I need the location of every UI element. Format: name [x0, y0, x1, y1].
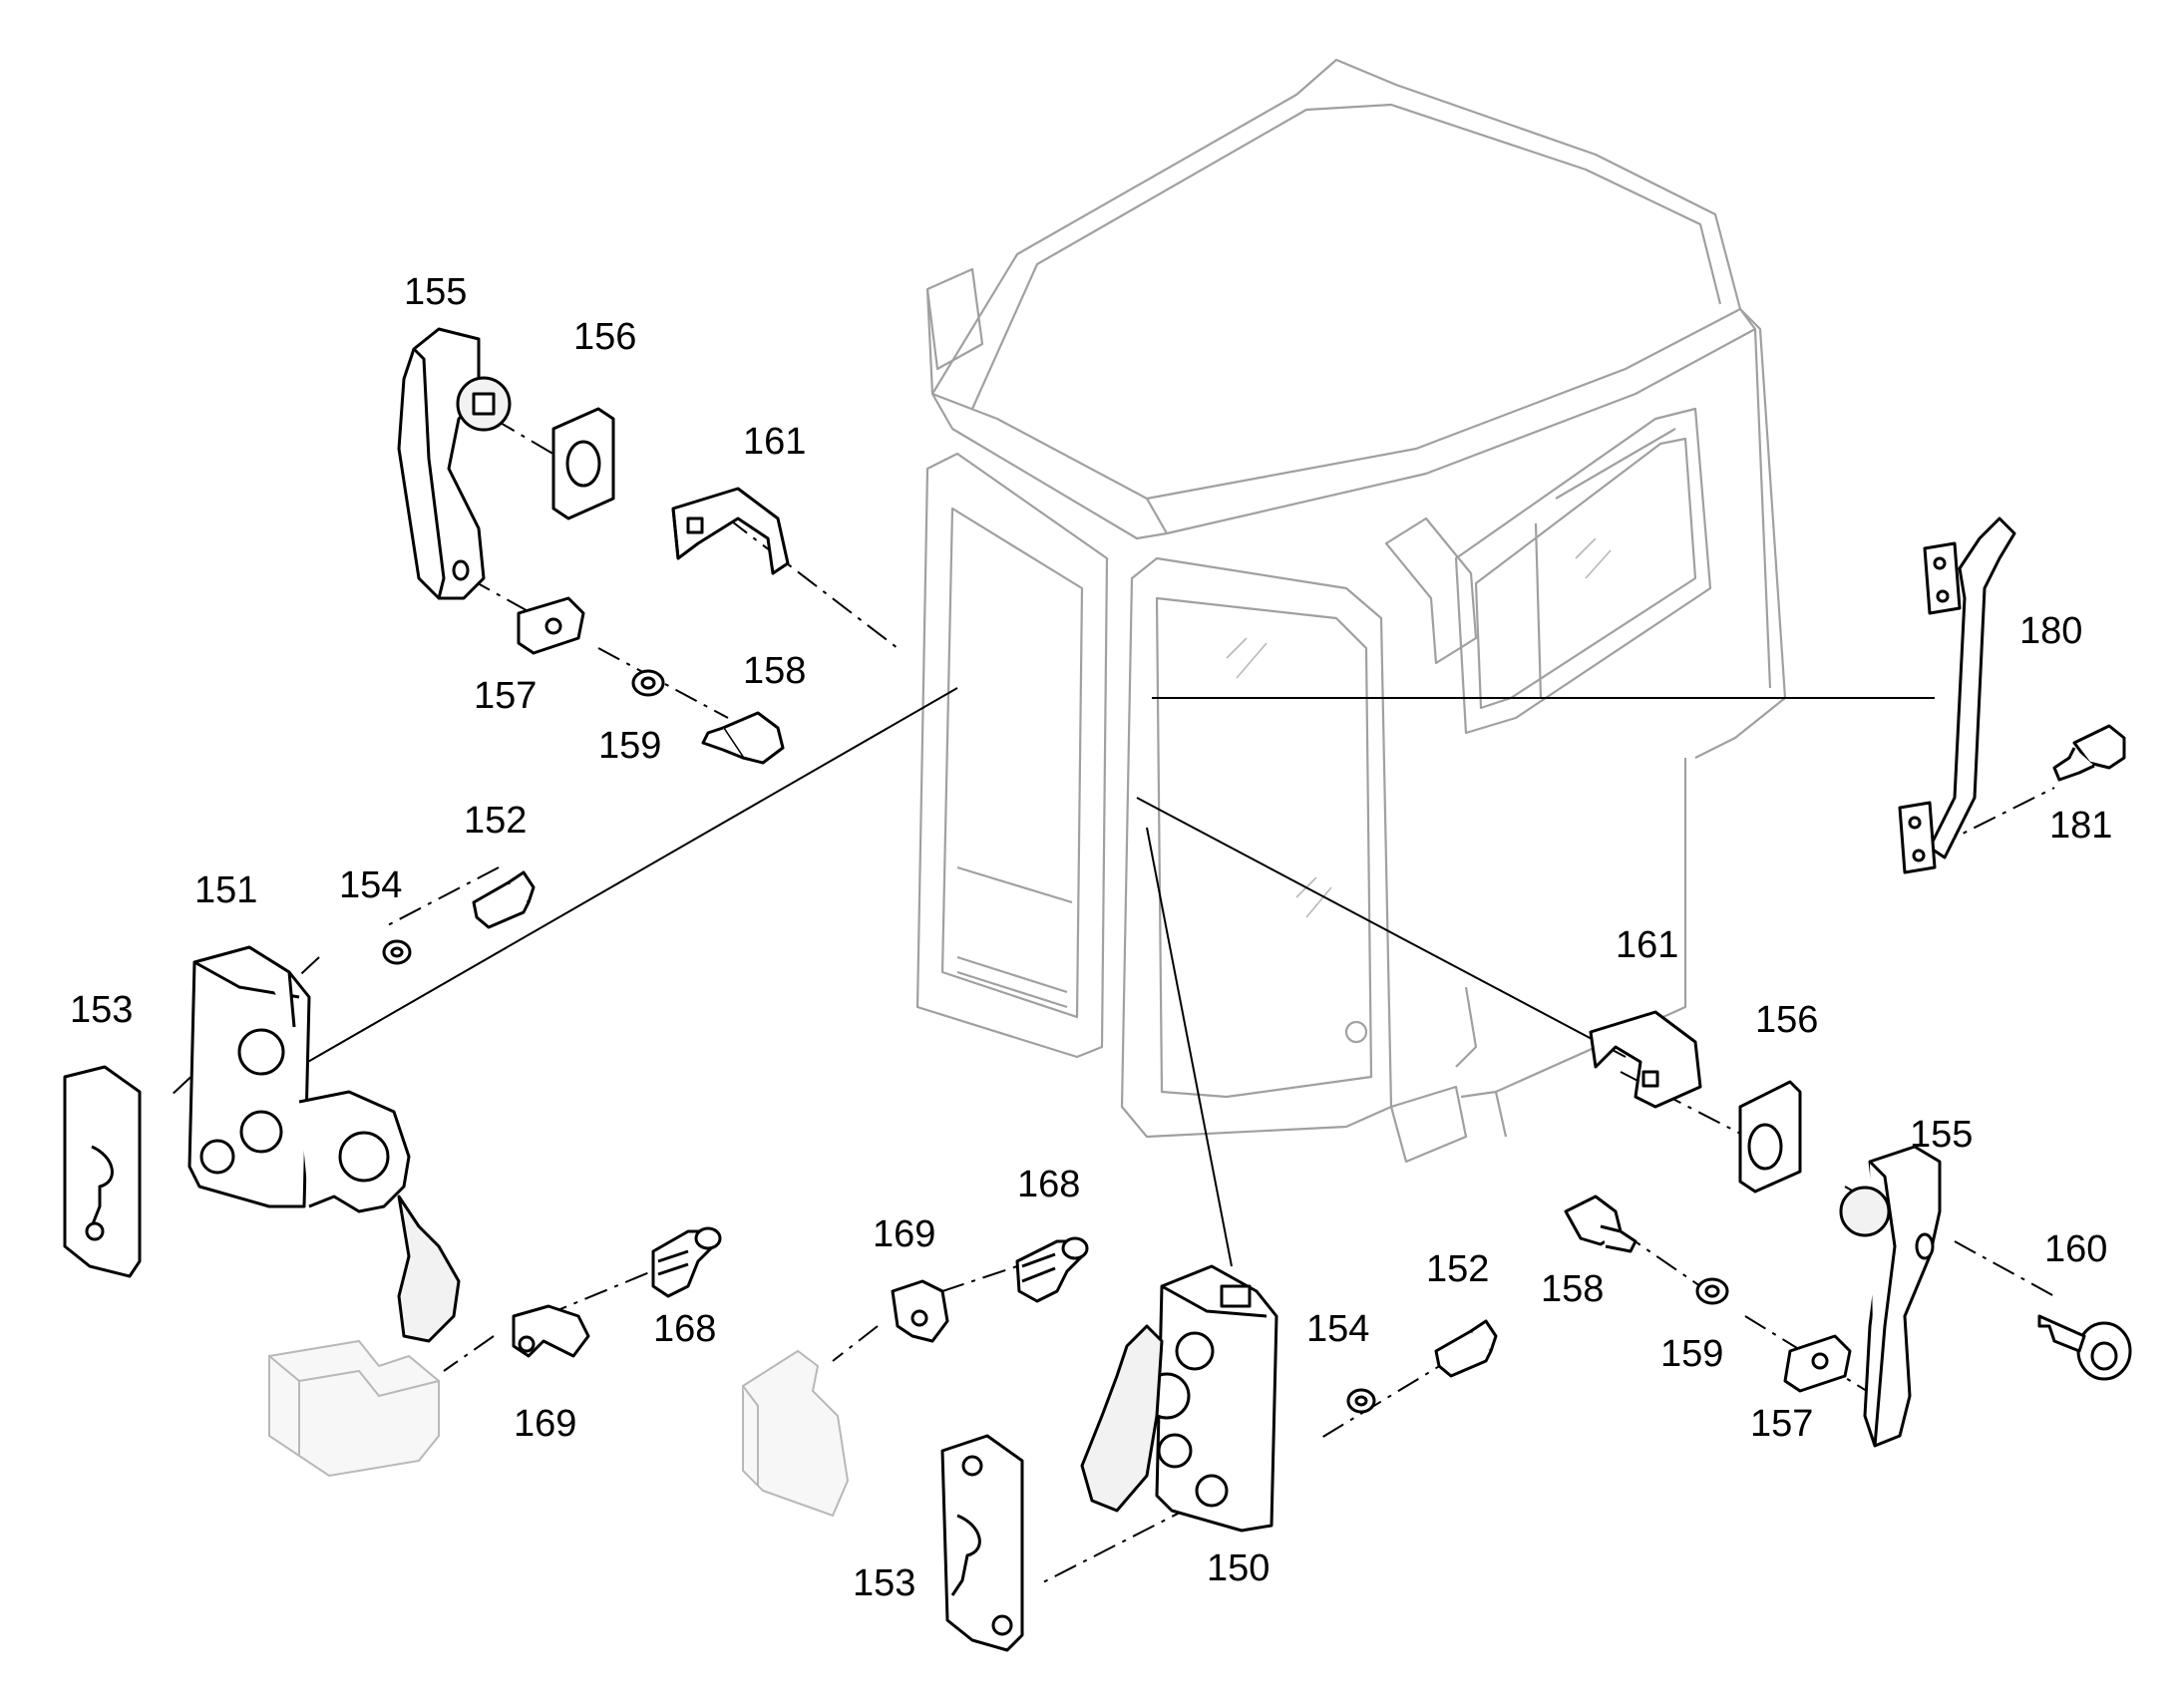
- leader-161b: [1136, 797, 1627, 1058]
- callout-156-right: 156: [1755, 999, 1818, 1041]
- axis-156a: [493, 418, 899, 649]
- callout-159-upper: 159: [598, 725, 661, 767]
- part-157-plate-upper: [517, 596, 585, 655]
- callout-168-left: 168: [653, 1308, 716, 1350]
- callout-labels: 155 156 161 157 159 158 152 151 154 153 …: [70, 271, 2112, 1604]
- callout-152-right: 152: [1426, 1248, 1489, 1290]
- callout-153-center: 153: [853, 1562, 915, 1604]
- callout-168-center: 168: [1017, 1164, 1080, 1205]
- callout-156-upper: 156: [573, 316, 636, 358]
- part-181-bolt: [2052, 724, 2126, 782]
- axis-160: [1954, 1240, 2055, 1297]
- part-169-clip-center: [891, 1279, 949, 1343]
- operator-cab: [915, 58, 1787, 1164]
- callout-157-upper: 157: [474, 675, 537, 717]
- axis-152b: [1036, 1355, 1457, 1586]
- part-169-clip-left: [512, 1304, 590, 1358]
- callout-159-right: 159: [1660, 1333, 1723, 1375]
- part-160-key: [2037, 1314, 2132, 1381]
- part-155-handle-right: [1839, 1145, 1942, 1448]
- part-154-washer-right: [1346, 1388, 1376, 1414]
- callout-161-upper: 161: [743, 421, 806, 463]
- callout-169-center: 169: [873, 1213, 935, 1255]
- axis-157a: [468, 577, 729, 719]
- part-155-handle-upper: [397, 327, 512, 600]
- callout-151: 151: [194, 869, 257, 911]
- part-156-gasket-right: [1738, 1080, 1802, 1194]
- part-foam-block-center: [742, 1349, 850, 1518]
- callout-153-left: 153: [70, 989, 133, 1031]
- part-161-bracket-right: [1589, 1010, 1702, 1109]
- leader-151: [298, 687, 958, 1068]
- part-153-striker-plate-left: [63, 1065, 142, 1278]
- part-152-bolt-right: [1434, 1319, 1498, 1378]
- callout-154-left: 154: [339, 864, 402, 906]
- part-156-gasket-upper: [551, 407, 615, 520]
- callout-155-right: 155: [1910, 1114, 1973, 1156]
- part-153-striker-plate-center: [940, 1434, 1024, 1652]
- part-180-grab-handle: [1898, 516, 2016, 874]
- callout-150: 150: [1207, 1547, 1270, 1589]
- part-152-bolt-left: [472, 870, 536, 929]
- part-159-washer-upper: [631, 669, 665, 697]
- part-foam-block-left: [268, 1339, 440, 1478]
- callout-152-left: 152: [464, 800, 527, 842]
- callout-154-right: 154: [1306, 1308, 1369, 1350]
- callout-158-right: 158: [1541, 1268, 1604, 1310]
- part-168-stud-center: [1015, 1236, 1089, 1303]
- axis-168a: [443, 1255, 689, 1372]
- callout-180: 180: [2019, 610, 2082, 652]
- callout-158-upper: 158: [743, 650, 806, 692]
- part-161-bracket-upper: [671, 487, 790, 575]
- callout-157-right: 157: [1750, 1403, 1813, 1445]
- part-157-plate-right: [1783, 1334, 1852, 1393]
- part-150-door-latch-center: [1080, 1264, 1278, 1533]
- leader-150: [1146, 827, 1233, 1267]
- part-158-bolt-upper: [701, 711, 785, 765]
- part-168-stud-left: [651, 1226, 722, 1298]
- callout-169-left: 169: [514, 1403, 576, 1445]
- part-154-washer-left: [382, 939, 412, 965]
- callout-155-upper: 155: [404, 271, 467, 313]
- part-159-washer-right: [1695, 1277, 1729, 1305]
- part-151-door-latch-left: [187, 945, 461, 1343]
- callout-161-right: 161: [1616, 924, 1678, 966]
- callout-160: 160: [2044, 1228, 2107, 1270]
- part-158-bolt-right: [1564, 1195, 1637, 1253]
- callout-181: 181: [2049, 805, 2112, 847]
